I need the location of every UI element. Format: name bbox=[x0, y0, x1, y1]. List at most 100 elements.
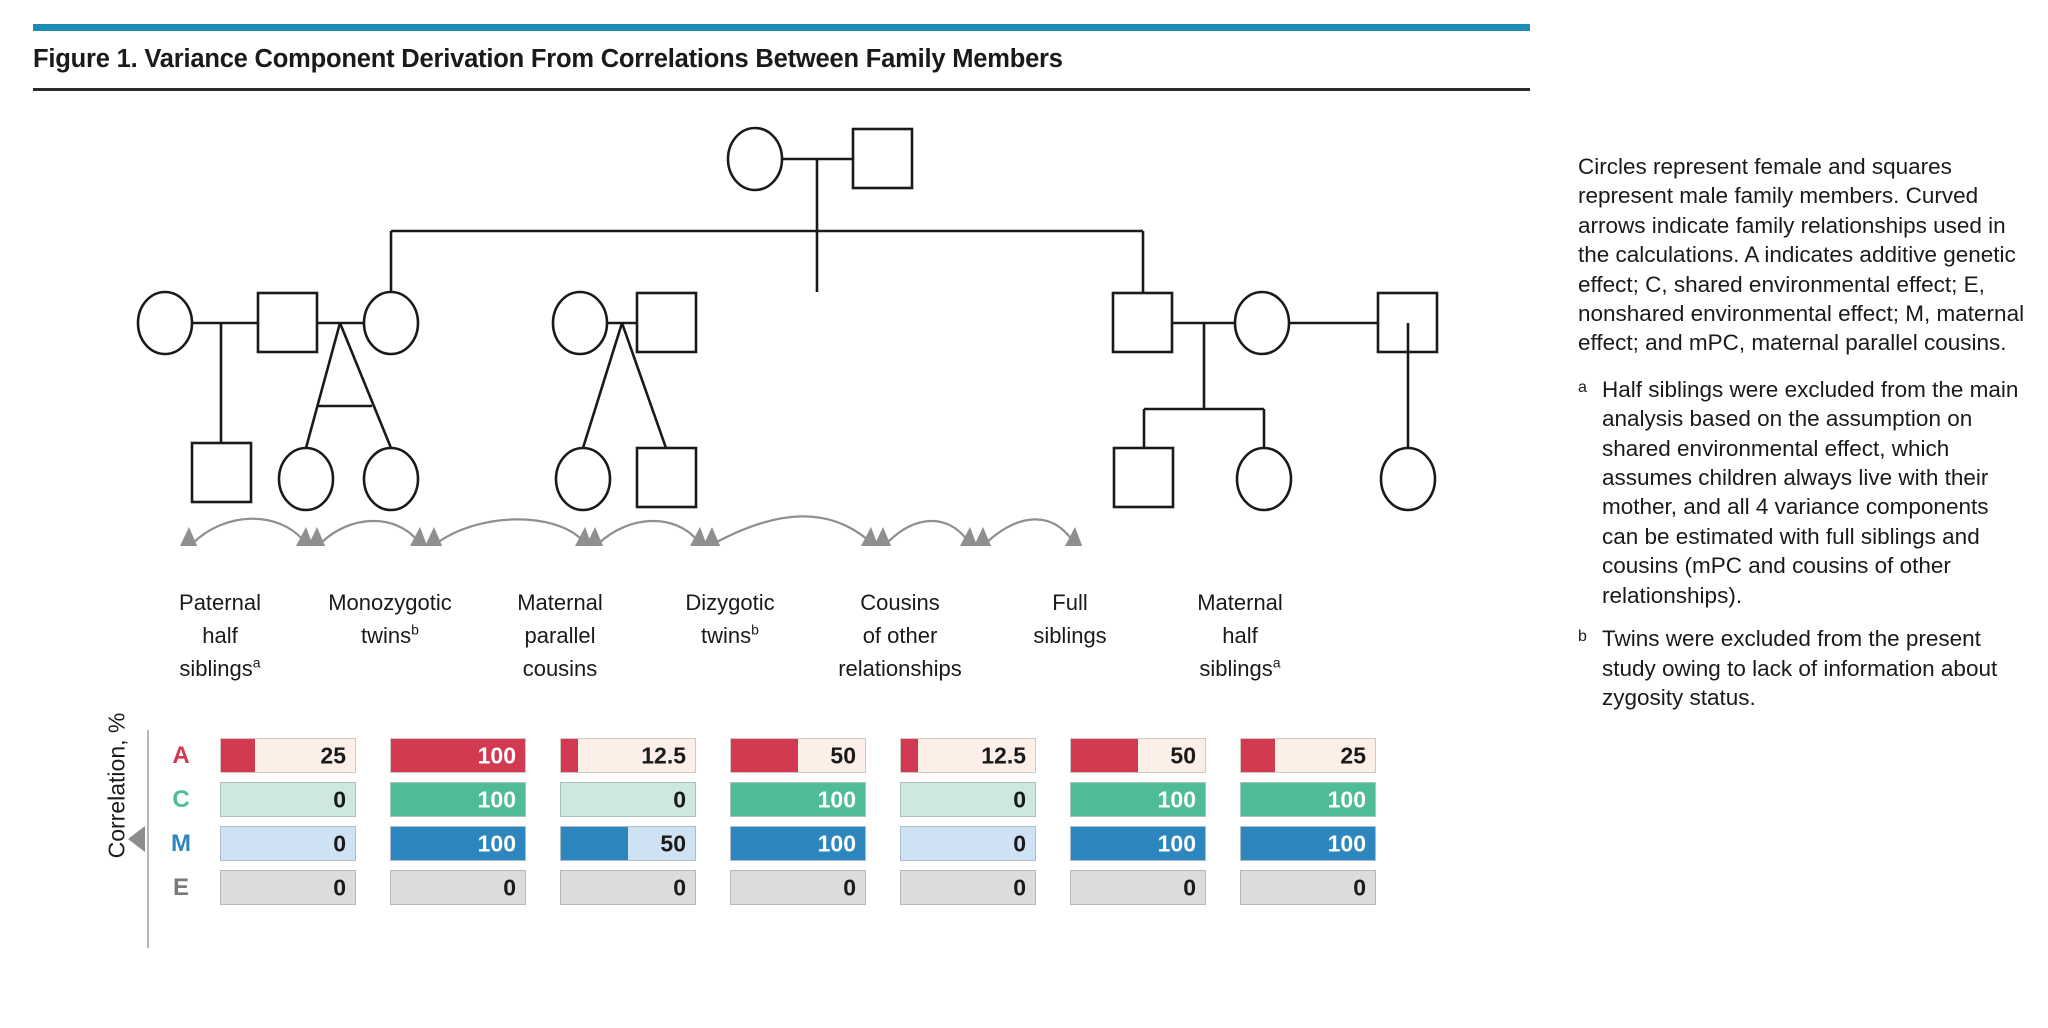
bar-cell: 100 bbox=[390, 738, 526, 773]
bar-fill bbox=[731, 827, 865, 860]
bar-value: 0 bbox=[333, 874, 346, 900]
bar-value: 50 bbox=[660, 830, 686, 856]
bar-cell: 50 bbox=[560, 826, 696, 861]
bar-cell: 0 bbox=[220, 826, 356, 861]
footnote-marker: b bbox=[1578, 628, 1587, 646]
bar-value: 100 bbox=[1157, 786, 1196, 812]
person-female-gen2-middle bbox=[551, 290, 609, 356]
bar-cell: 100 bbox=[1070, 826, 1206, 861]
person-male-gen2-right bbox=[1111, 291, 1174, 354]
bar-value: 0 bbox=[1013, 786, 1026, 812]
relationship-arrow-paternal-half-siblings bbox=[191, 517, 304, 545]
column-header-line: Maternal bbox=[517, 590, 603, 615]
person-female-gen3-maternal-half-sibling bbox=[1379, 446, 1437, 512]
bar-value: 100 bbox=[1327, 830, 1366, 856]
person-female-gen3-dz-twin-1 bbox=[554, 446, 612, 512]
legend-paragraph: Circles represent female and squares rep… bbox=[1578, 154, 2025, 356]
bar-cell: 0 bbox=[560, 782, 696, 817]
bar-cell: 0 bbox=[900, 870, 1036, 905]
person-male-gen3-paternal-half-sibling bbox=[190, 441, 253, 504]
column-header: Monozygotic twinsb bbox=[285, 586, 495, 652]
bar-cell: 50 bbox=[1070, 738, 1206, 773]
relationship-arrow-full-siblings bbox=[885, 519, 968, 545]
footnote-marker: b bbox=[411, 621, 419, 638]
bar-value: 0 bbox=[1183, 874, 1196, 900]
bar-cell: 0 bbox=[730, 870, 866, 905]
bar-fill bbox=[1071, 783, 1205, 816]
person-male-gen2-left bbox=[256, 291, 319, 354]
column-header-line: Maternal bbox=[1197, 590, 1283, 615]
pedigree-diagram bbox=[136, 126, 1439, 546]
relationship-arrow-cousins-other bbox=[714, 515, 869, 544]
bar-value: 0 bbox=[1013, 874, 1026, 900]
bar-value: 50 bbox=[1170, 742, 1196, 768]
column-header-line: Paternal bbox=[179, 590, 261, 615]
person-female-gen3-full-sibling bbox=[1235, 446, 1293, 512]
bar-value: 12.5 bbox=[981, 742, 1026, 768]
bar-value: 100 bbox=[1327, 786, 1366, 812]
bar-cell: 0 bbox=[900, 826, 1036, 861]
column-header: Maternal half siblingsa bbox=[1135, 586, 1345, 685]
relationship-arrow-dizygotic-twins bbox=[597, 519, 698, 545]
footnote-marker: a bbox=[1578, 378, 1587, 396]
bar-value: 50 bbox=[830, 742, 856, 768]
bar-fill bbox=[1241, 739, 1275, 772]
bar-cell: 100 bbox=[1070, 782, 1206, 817]
legend-column: Circles represent female and squares rep… bbox=[1578, 152, 2026, 726]
bar-fill bbox=[1071, 827, 1205, 860]
person-female-gen2-left bbox=[362, 290, 420, 356]
bar-fill bbox=[391, 827, 525, 860]
relationship-arrow-mz-twins bbox=[319, 519, 418, 545]
footnote-marker: b bbox=[751, 621, 759, 638]
bar-value: 100 bbox=[817, 830, 856, 856]
footnote-marker: a bbox=[1272, 654, 1281, 671]
column-header-line: twinsb bbox=[361, 621, 419, 648]
person-male-gen2-middle bbox=[635, 291, 698, 354]
bar-value: 100 bbox=[477, 830, 516, 856]
column-header-line: twinsb bbox=[701, 621, 759, 648]
bar-value: 25 bbox=[320, 742, 346, 768]
bar-cell: 100 bbox=[730, 826, 866, 861]
bar-fill bbox=[901, 739, 918, 772]
accent-rule bbox=[33, 24, 1530, 31]
column-header-line: Full bbox=[1052, 590, 1088, 615]
bar-cell: 0 bbox=[1070, 870, 1206, 905]
bar-cell: 25 bbox=[220, 738, 356, 773]
column-header-line: Cousins bbox=[860, 590, 940, 615]
person-female-gen1 bbox=[726, 126, 784, 192]
bar-cell: 100 bbox=[1240, 826, 1376, 861]
axis-line bbox=[147, 730, 149, 948]
bar-fill bbox=[561, 739, 578, 772]
bar-cell: 0 bbox=[560, 870, 696, 905]
bar-fill bbox=[391, 739, 525, 772]
series-label-a: A bbox=[172, 742, 190, 769]
bar-cell: 100 bbox=[390, 826, 526, 861]
column-header-line: half bbox=[1222, 623, 1258, 648]
bar-fill bbox=[731, 783, 865, 816]
bar-cell: 12.5 bbox=[560, 738, 696, 773]
series-label-c: C bbox=[172, 786, 190, 813]
person-male-gen1 bbox=[851, 127, 914, 190]
bar-cell: 50 bbox=[730, 738, 866, 773]
column-header-line: siblingsa bbox=[179, 654, 261, 681]
title-divider bbox=[33, 88, 1530, 91]
column-header-line: parallel bbox=[524, 623, 596, 648]
bar-cell: 25 bbox=[1240, 738, 1376, 773]
column-header-line: cousins bbox=[522, 656, 598, 681]
bar-fill bbox=[1241, 827, 1375, 860]
bar-fill bbox=[731, 739, 798, 772]
column-header-line: relationships bbox=[838, 656, 962, 681]
column-header-line: siblingsa bbox=[1199, 654, 1281, 681]
person-male-gen3-full-sibling bbox=[1112, 446, 1175, 509]
person-female-gen2-right bbox=[1233, 290, 1291, 356]
bar-cell: 100 bbox=[730, 782, 866, 817]
person-female-gen3-mz-twin-1 bbox=[277, 446, 335, 512]
bar-fill bbox=[1071, 739, 1138, 772]
person-male-gen3-dz-twin-2 bbox=[635, 446, 698, 509]
column-header-line: Monozygotic bbox=[328, 590, 452, 615]
bar-value: 0 bbox=[673, 786, 686, 812]
bar-fill bbox=[221, 739, 255, 772]
